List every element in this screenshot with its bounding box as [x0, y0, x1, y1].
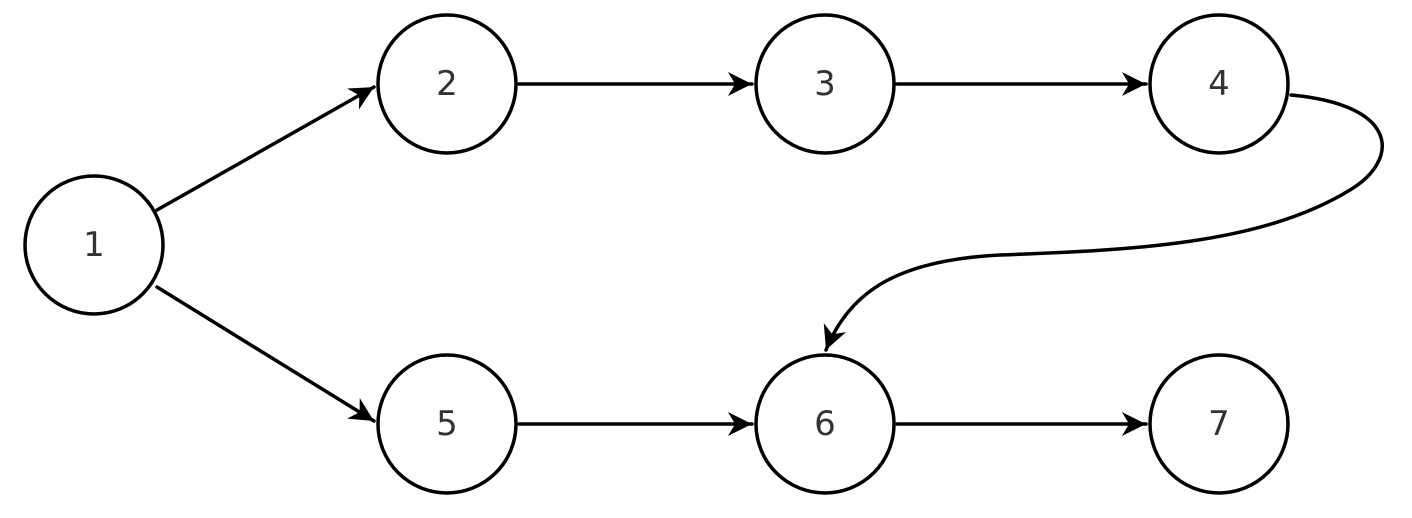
node-label-7: 7	[1208, 404, 1230, 444]
nodes: 1 2 3 4 5 6 7	[23, 13, 1290, 495]
node-3: 3	[754, 13, 896, 155]
node-label-2: 2	[436, 64, 458, 104]
node-5: 5	[376, 353, 518, 495]
node-label-5: 5	[436, 404, 458, 444]
edge-4-to-6	[823, 93, 1384, 352]
node-6: 6	[754, 353, 896, 495]
node-label-3: 3	[814, 64, 836, 104]
node-7: 7	[1148, 353, 1290, 495]
node-4: 4	[1148, 13, 1290, 155]
node-label-4: 4	[1208, 64, 1230, 104]
node-1: 1	[23, 174, 165, 316]
node-2: 2	[376, 13, 518, 155]
node-label-6: 6	[814, 404, 836, 444]
edge-1-to-5	[155, 285, 376, 423]
edges	[155, 72, 1384, 437]
edge-1-to-2	[155, 85, 376, 212]
node-label-1: 1	[83, 225, 105, 265]
